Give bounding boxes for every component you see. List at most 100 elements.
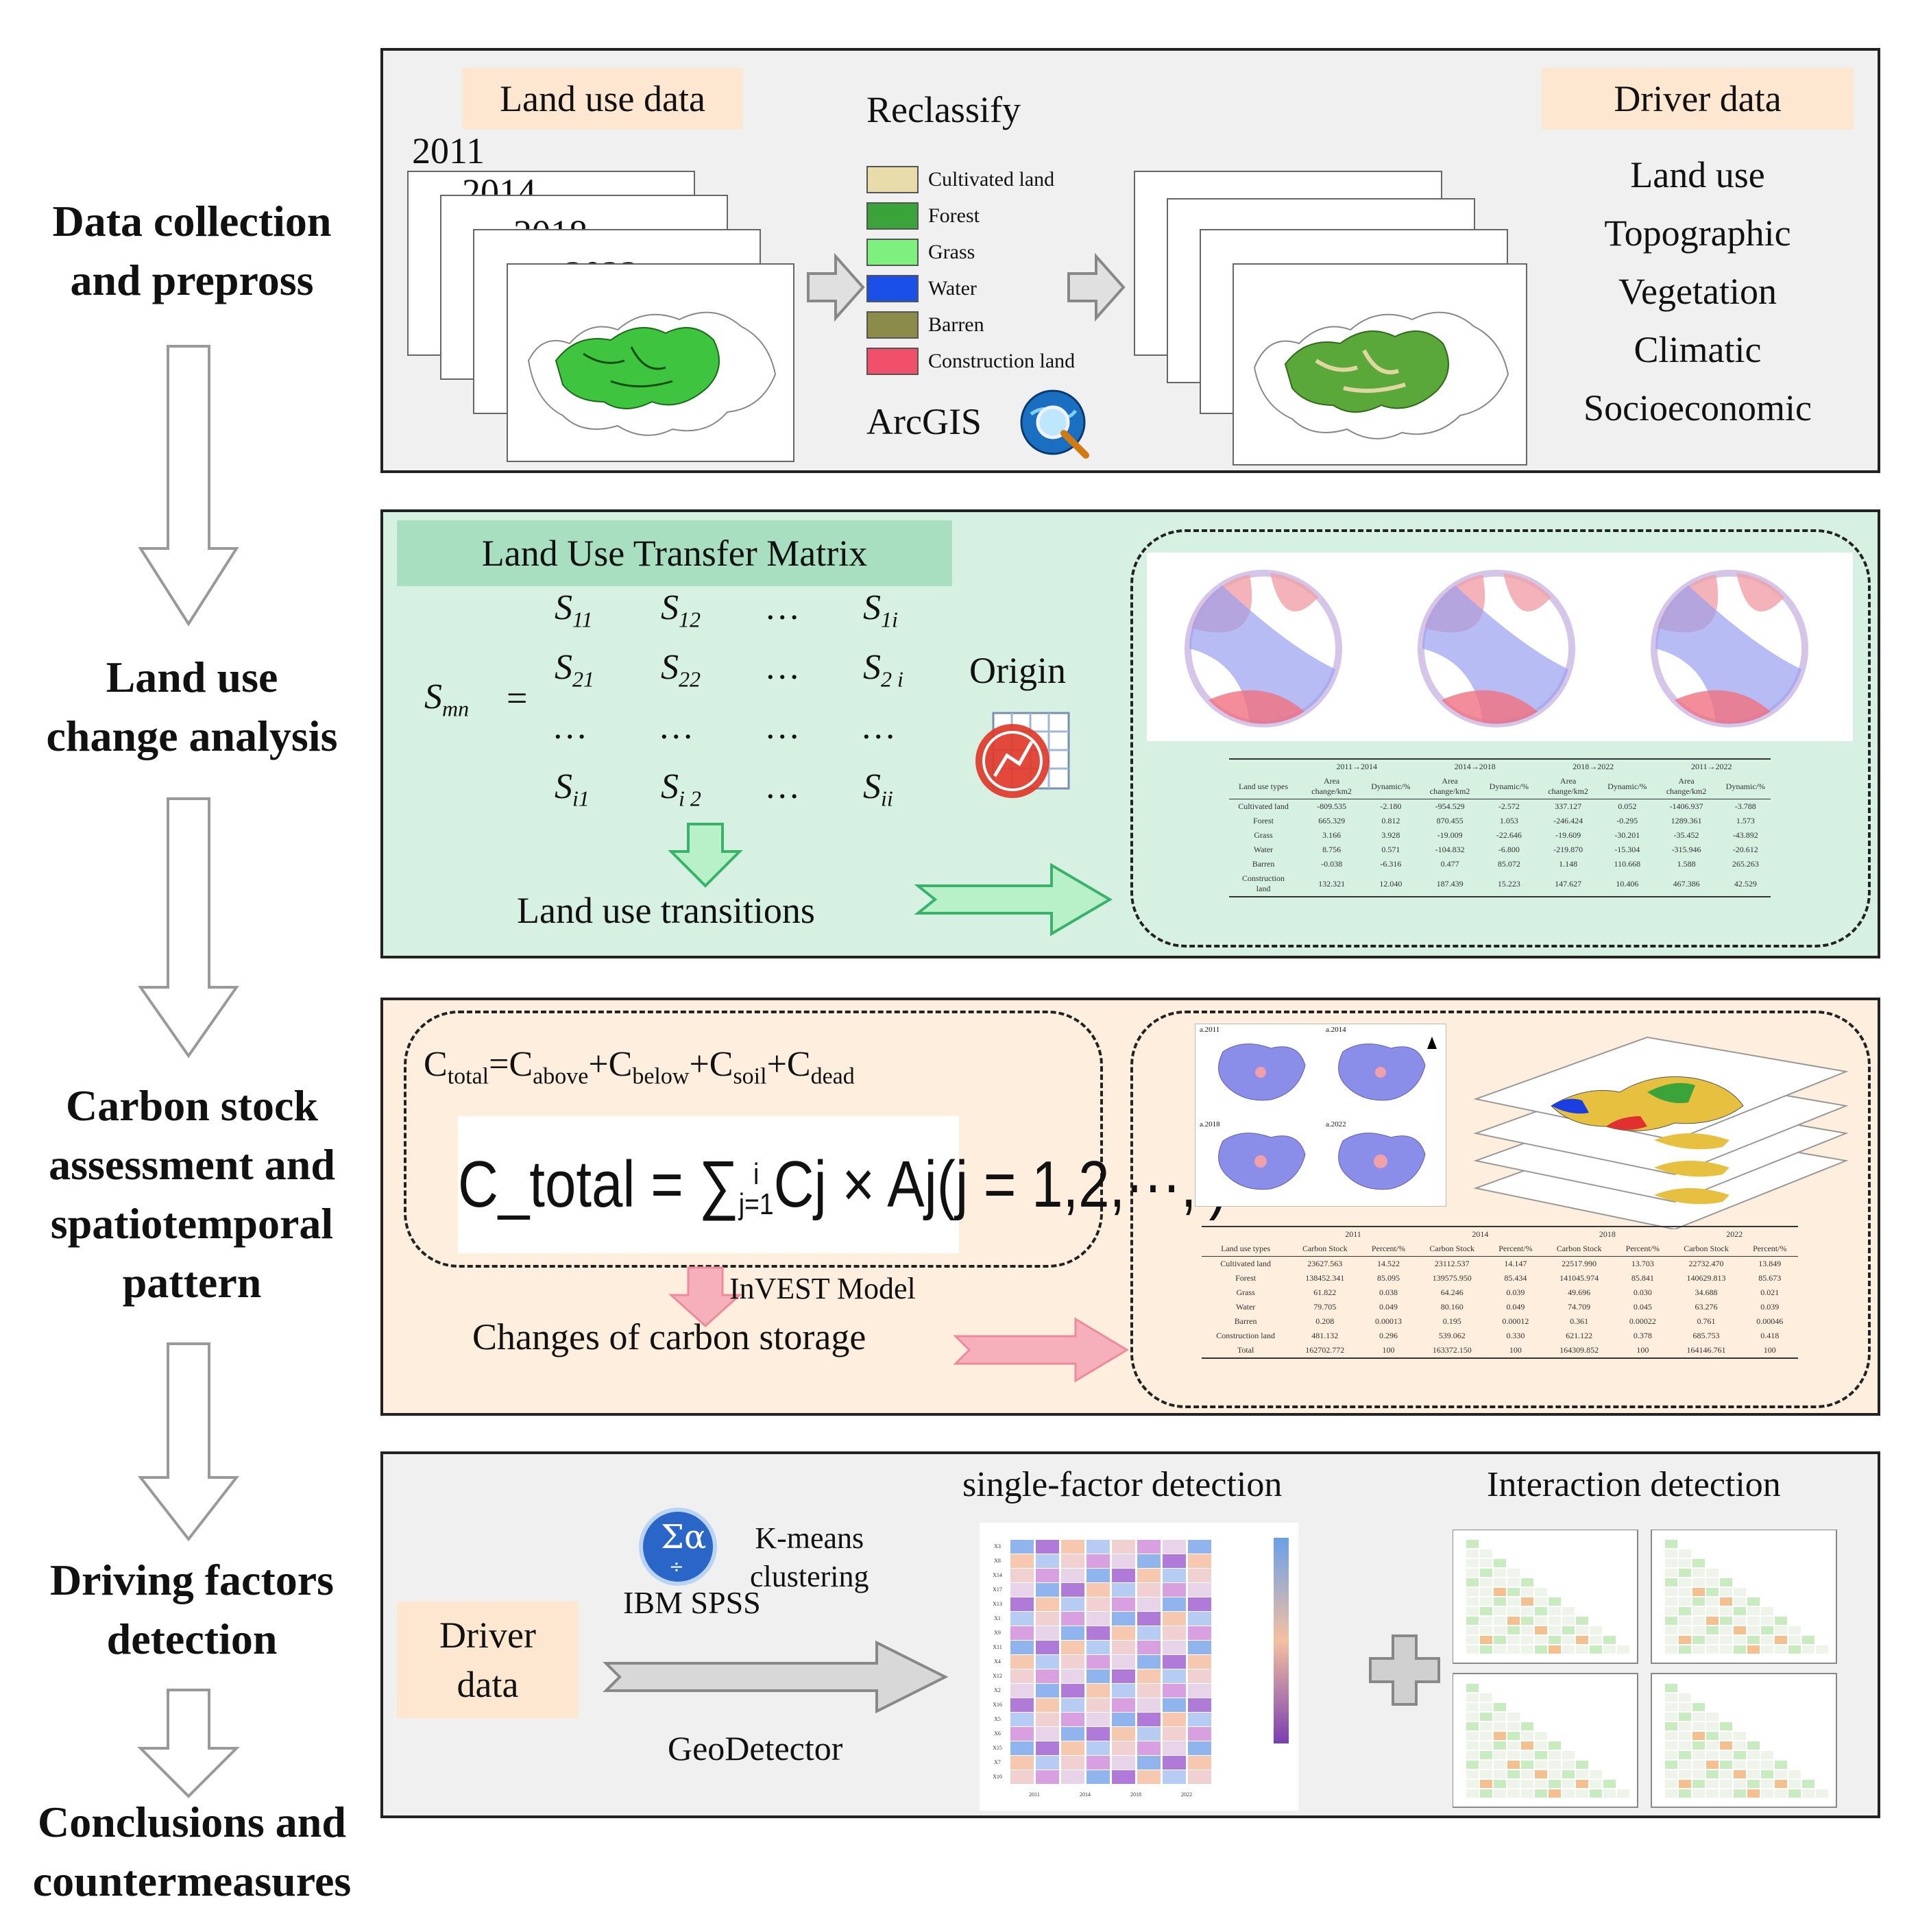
invest-model-label: InVEST Model (729, 1272, 916, 1305)
heatmap-cell (1188, 1655, 1211, 1669)
interaction-cell (1665, 1780, 1677, 1788)
interaction-cell (1734, 1761, 1746, 1769)
heatmap-cell (1036, 1540, 1059, 1554)
interaction-cell (1706, 1780, 1719, 1788)
kmeans-label: K-means clustering (750, 1521, 869, 1593)
matrix-cell: … (767, 767, 799, 806)
interaction-cell (1590, 1780, 1602, 1788)
interaction-cell (1562, 1780, 1575, 1788)
interaction-cell (1466, 1588, 1479, 1596)
table-cell: -3.788 (1734, 801, 1756, 811)
interaction-cell (1706, 1578, 1719, 1586)
interaction-cell (1603, 1645, 1616, 1654)
interaction-cell (1692, 1703, 1705, 1711)
table-cell: 8.756 (1322, 845, 1342, 854)
legend-label: Cultivated land (928, 168, 1055, 191)
legend-swatch (866, 166, 919, 193)
interaction-cell (1535, 1607, 1547, 1615)
interaction-cell (1734, 1780, 1746, 1788)
interaction-cell (1706, 1751, 1719, 1759)
table-cell: 1.053 (1499, 816, 1518, 825)
row-label: Construction land (1216, 1331, 1275, 1340)
map-label-2022: a.2022 (1326, 1120, 1346, 1128)
table-cell: 3.166 (1322, 830, 1342, 840)
interaction-cell (1466, 1770, 1479, 1778)
origin-app-icon (975, 712, 1070, 798)
interaction-cell (1665, 1549, 1677, 1558)
interaction-cell (1679, 1693, 1691, 1702)
interaction-cell (1775, 1626, 1787, 1634)
table-cell: 139575.950 (1432, 1273, 1472, 1283)
heatmap-cell (1061, 1597, 1084, 1611)
legend-label: Water (928, 277, 977, 300)
period-2: 2014→2018 (1416, 758, 1534, 774)
heatmap-cell (1010, 1713, 1034, 1726)
heatmap-cell (1112, 1655, 1135, 1669)
sub-stock: Carbon Stock (1544, 1242, 1615, 1257)
interaction-cell (1549, 1780, 1561, 1788)
heatmap-row-label: X9 (994, 1630, 1001, 1636)
table-cell: 22732.470 (1688, 1259, 1724, 1268)
heatmap-cell (1010, 1655, 1034, 1669)
interaction-cell (1720, 1636, 1732, 1644)
table-cell: 3.928 (1381, 830, 1400, 840)
interaction-cell (1788, 1780, 1801, 1788)
driver-topographic: Topographic (1604, 213, 1791, 254)
interaction-cell (1802, 1780, 1814, 1788)
table-cell: 85.841 (1631, 1273, 1654, 1283)
interaction-cell (1706, 1569, 1719, 1577)
interaction-cell (1720, 1607, 1732, 1615)
sub-pct: Percent/% (1741, 1242, 1798, 1257)
heatmap-cell (1087, 1713, 1110, 1726)
heatmap-cell (1061, 1698, 1084, 1712)
heatmap-cell (1087, 1597, 1110, 1611)
interaction-cell (1802, 1789, 1814, 1798)
heatmap-cell (1036, 1597, 1059, 1611)
heatmap-cell (1010, 1597, 1034, 1611)
interaction-cell (1535, 1617, 1547, 1625)
heatmap-cell (1112, 1741, 1135, 1755)
interaction-cell (1706, 1588, 1719, 1596)
table-cell: -246.424 (1553, 816, 1583, 825)
interaction-cell (1679, 1636, 1691, 1644)
heatmap-cell (1163, 1583, 1186, 1597)
carbon-table-wrap: 2011 2014 2018 2022 Land use types Carbo… (1202, 1226, 1798, 1359)
interaction-cell (1535, 1751, 1547, 1759)
heatmap-cell (1188, 1669, 1211, 1683)
heatmap-cell (1112, 1540, 1135, 1554)
heatmap-row-label: X16 (993, 1702, 1002, 1708)
interaction-cell (1466, 1617, 1479, 1625)
heatmap-cell (1010, 1554, 1034, 1568)
heatmap-cell (1112, 1727, 1135, 1741)
legend-row: Construction land (866, 348, 1127, 375)
heatmap-cell (1087, 1583, 1110, 1597)
interaction-cell (1549, 1761, 1561, 1769)
interaction-cell (1692, 1626, 1705, 1634)
interaction-cell (1706, 1636, 1719, 1644)
sub-pct: Percent/% (1487, 1242, 1544, 1257)
legend-label: Barren (928, 313, 984, 336)
transfer-table-wrap: 2011→2014 2014→2018 2018→2022 2011→2022 … (1229, 758, 1771, 897)
heatmap-cell (1137, 1741, 1161, 1755)
heatmap-cell (1137, 1655, 1161, 1669)
heatmap-cell (1137, 1540, 1161, 1554)
interaction-cell (1816, 1645, 1828, 1654)
legend-row: Forest (866, 202, 1127, 230)
heatmap-row-label: X10 (993, 1774, 1002, 1780)
interaction-cell (1679, 1789, 1691, 1798)
map-card-r4 (1233, 263, 1527, 466)
table-cell: 467.386 (1652, 871, 1721, 897)
interaction-cell (1494, 1626, 1506, 1634)
table-cell: 665.329 (1318, 816, 1346, 825)
heatmap-cell (1163, 1612, 1186, 1626)
interaction-cell (1562, 1751, 1575, 1759)
interaction-cell (1706, 1713, 1719, 1721)
interaction-cell (1521, 1607, 1533, 1615)
matrix-cell: … (863, 708, 895, 747)
interaction-cell (1692, 1770, 1705, 1778)
interaction-cell (1617, 1645, 1629, 1654)
heatmap-row-label: X12 (993, 1673, 1002, 1679)
table-cell: 85.673 (1758, 1273, 1782, 1283)
